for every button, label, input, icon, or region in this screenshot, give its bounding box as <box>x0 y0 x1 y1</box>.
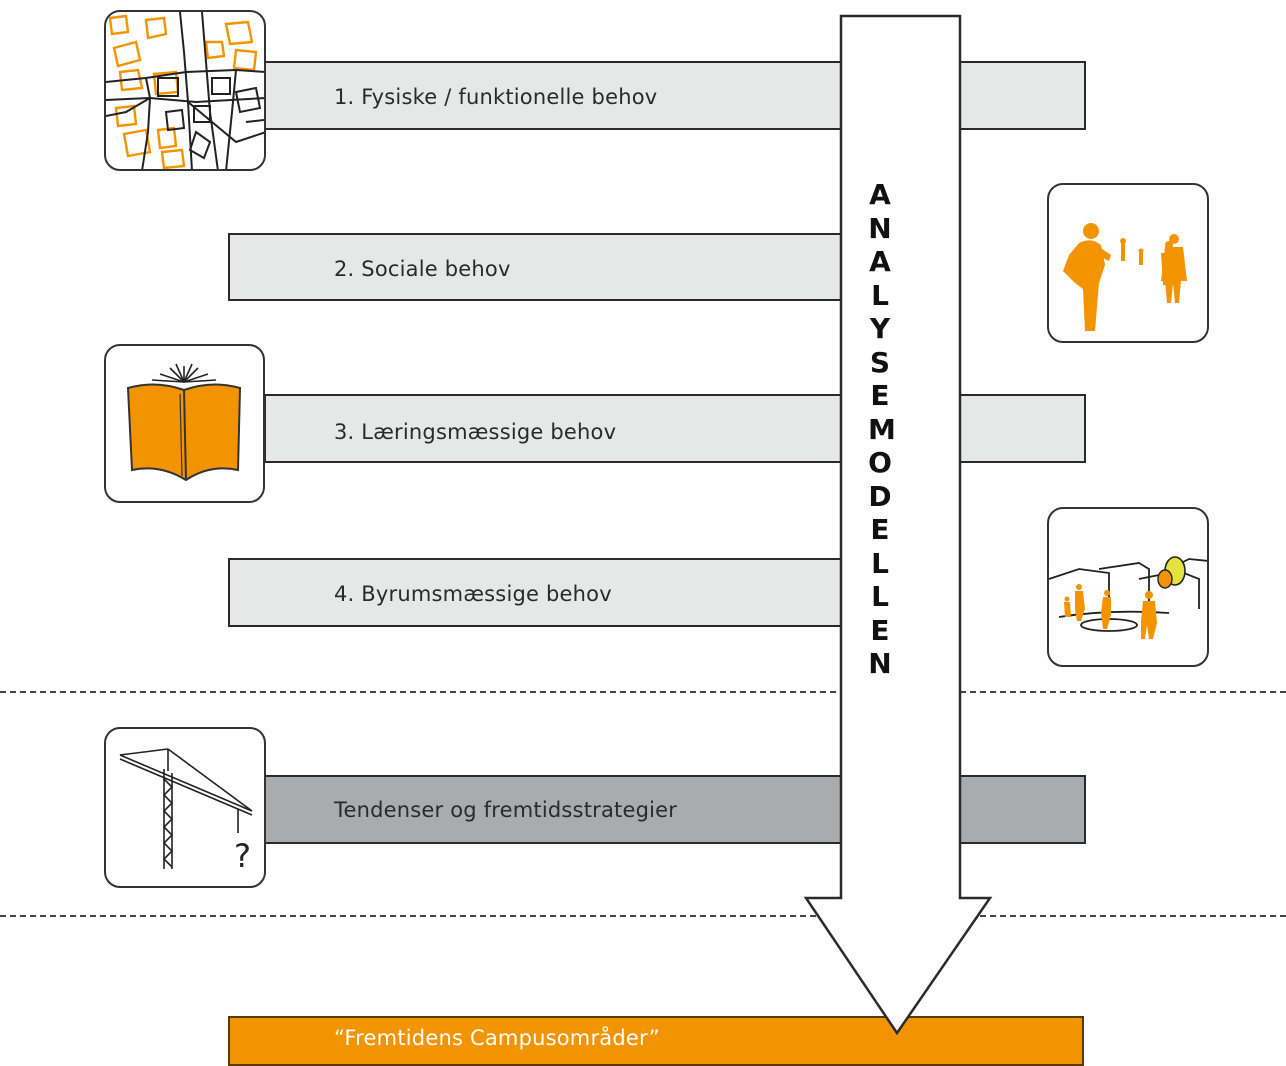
arrow-label: ANALYSEMODELLEN <box>852 178 908 681</box>
crane-icon: ? <box>119 748 253 875</box>
level-label-4: 4. Byrumsmæssige behov <box>334 582 612 606</box>
people-icon <box>1063 223 1187 331</box>
crane-card: ? <box>104 727 266 888</box>
people-card <box>1047 183 1209 343</box>
level-bar-2 <box>228 233 852 301</box>
book-card <box>104 344 265 503</box>
urban-space-icon <box>1049 556 1207 639</box>
level-label-2: 2. Sociale behov <box>334 257 511 281</box>
separator-line-top <box>0 691 1286 693</box>
city-map-card <box>104 10 266 171</box>
crane-question-mark: ? <box>234 837 251 875</box>
level-bar-4 <box>228 558 852 627</box>
level-label-3: 3. Læringsmæssige behov <box>334 420 617 444</box>
separator-line-bottom <box>0 915 1286 917</box>
result-label: “Fremtidens Campusområder” <box>334 1026 660 1050</box>
urban-space-card <box>1047 507 1209 667</box>
arrow-label-text: ANALYSEMODELLEN <box>868 178 896 680</box>
city-map-icon <box>106 12 264 169</box>
trends-label: Tendenser og fremtidsstrategier <box>334 798 678 822</box>
level-label-1: 1. Fysiske / funktionelle behov <box>334 85 658 109</box>
book-icon <box>126 363 242 482</box>
